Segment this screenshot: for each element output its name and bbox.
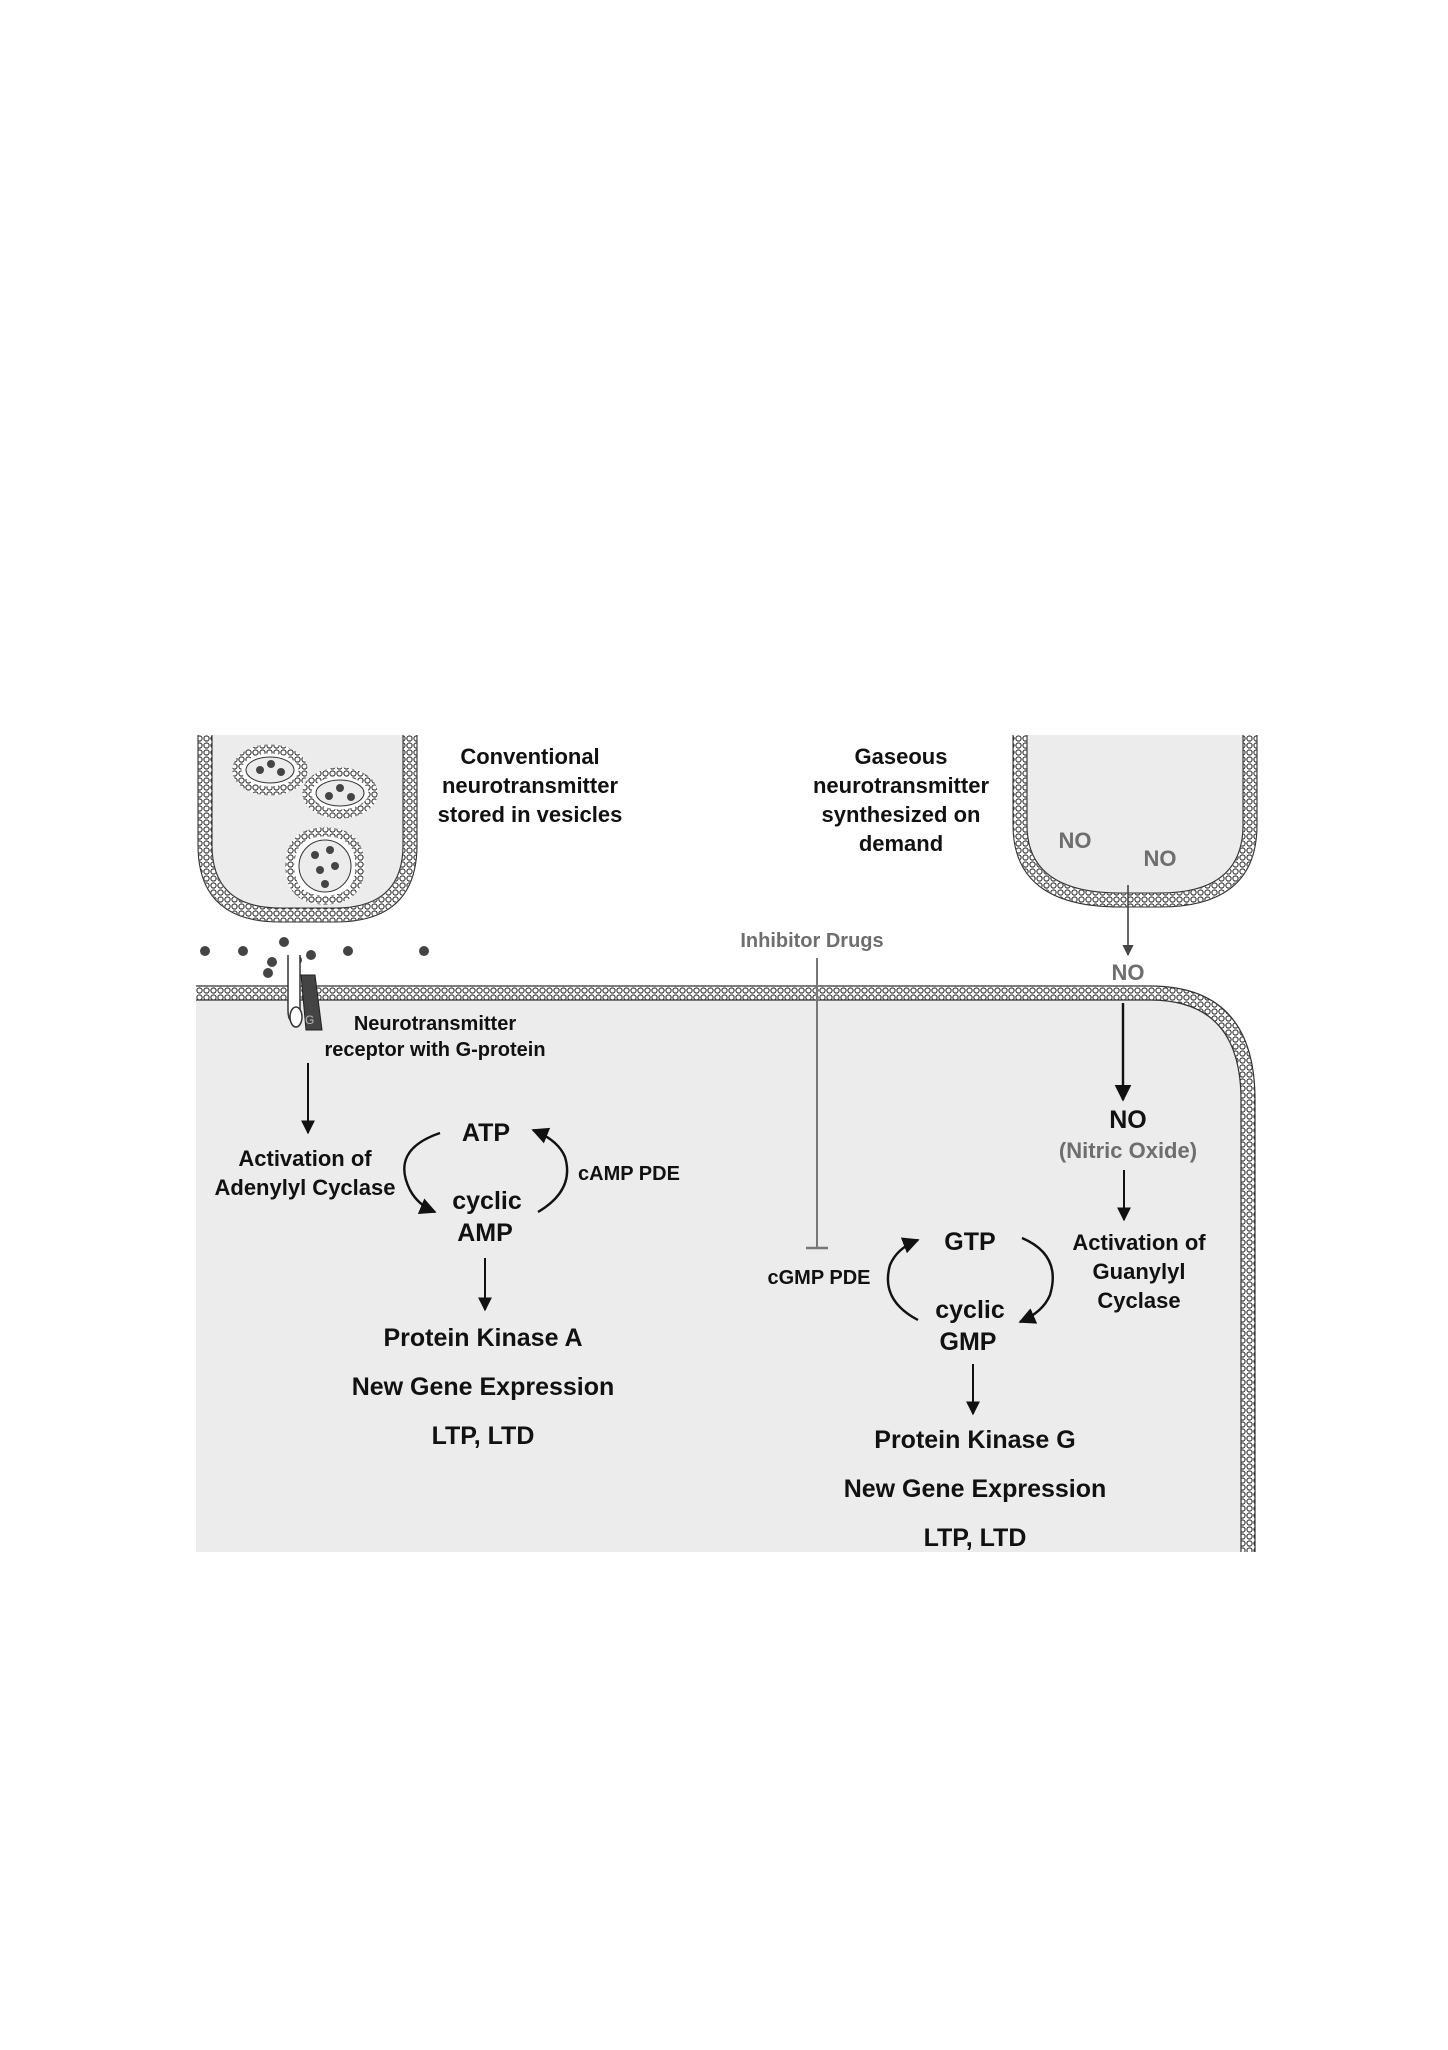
pka-label: Protein Kinase A	[383, 1324, 582, 1352]
presynaptic-terminal-right	[1012, 735, 1258, 908]
gtp-to-cgmp-arrow	[1018, 1236, 1054, 1324]
vesicle-1	[232, 744, 308, 796]
no-in-terminal-2: NO	[1144, 846, 1177, 871]
presyn-right-label-line4: demand	[859, 831, 943, 856]
cgmp-ltp-ltd: LTP, LTD	[924, 1524, 1027, 1552]
camp-gene-expression: New Gene Expression	[352, 1373, 615, 1401]
vesicle-2	[302, 767, 378, 819]
cyclic-gmp-line1: cyclic	[935, 1296, 1005, 1324]
cyclic-amp-line2: AMP	[457, 1219, 513, 1247]
atp-label: ATP	[462, 1119, 510, 1147]
camp-activation-line1: Activation of	[238, 1146, 372, 1171]
camp-to-atp-arrow	[531, 1127, 569, 1214]
nitric-oxide-label: (Nitric Oxide)	[1059, 1138, 1197, 1163]
cyclic-amp-line1: cyclic	[452, 1187, 522, 1215]
presyn-right-label-line3: synthesized on	[822, 802, 981, 827]
camp-activation-line2: Adenylyl Cyclase	[215, 1175, 396, 1200]
pkg-label: Protein Kinase G	[874, 1426, 1075, 1454]
receptor-label-line1: Neurotransmitter	[354, 1013, 516, 1035]
receptor-g-protein: G	[287, 955, 323, 1031]
cgmp-to-gtp-arrow	[886, 1237, 920, 1322]
inhibitor-drugs-label: Inhibitor Drugs	[740, 930, 883, 952]
cgmp-activation-line3: Cyclase	[1097, 1288, 1180, 1313]
gtp-label: GTP	[944, 1228, 995, 1256]
camp-pde-label: cAMP PDE	[578, 1163, 680, 1185]
g-protein-letter: G	[305, 1013, 314, 1027]
camp-ltp-ltd: LTP, LTD	[432, 1422, 535, 1450]
presyn-left-label-line3: stored in vesicles	[438, 802, 623, 827]
no-in-terminal-1: NO	[1059, 828, 1092, 853]
presyn-left-label-line1: Conventional	[460, 744, 599, 769]
cgmp-activation-line1: Activation of	[1072, 1230, 1206, 1255]
presyn-left-label-line2: neurotransmitter	[442, 773, 618, 798]
no-intracellular: NO	[1109, 1106, 1147, 1134]
presyn-right-label-line2: neurotransmitter	[813, 773, 989, 798]
no-cleft: NO	[1112, 960, 1145, 985]
receptor-label-line2: receptor with G-protein	[324, 1039, 545, 1061]
vesicle-fusing	[285, 827, 365, 905]
presyn-right-label-line1: Gaseous	[855, 744, 948, 769]
released-neurotransmitter	[200, 937, 429, 978]
postsynaptic-membrane-edge	[196, 985, 1256, 1552]
cgmp-gene-expression: New Gene Expression	[844, 1475, 1107, 1503]
atp-to-camp-arrow	[403, 1131, 441, 1215]
cyclic-gmp-line2: GMP	[940, 1328, 997, 1356]
postsynaptic-cytoplasm	[196, 993, 1248, 1552]
postsynaptic-membrane	[196, 986, 1255, 1552]
cgmp-pde-label: cGMP PDE	[768, 1267, 871, 1289]
cgmp-activation-line2: Guanylyl	[1093, 1259, 1186, 1284]
